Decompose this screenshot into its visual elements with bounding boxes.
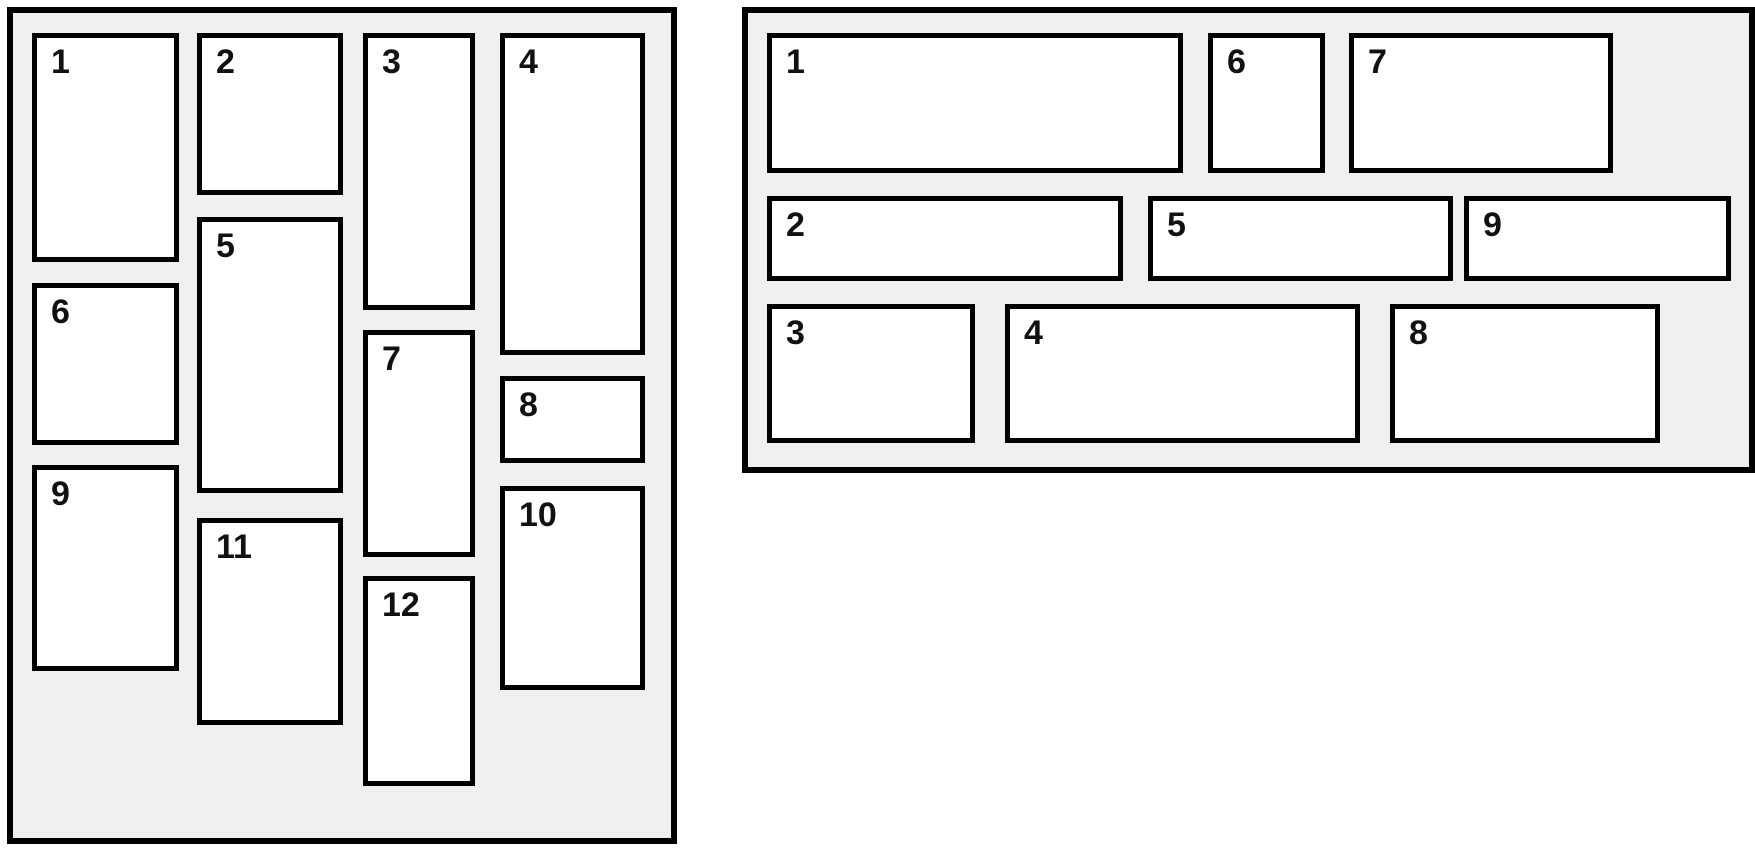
masonry-box-11: 11	[197, 518, 343, 725]
masonry-box-12: 12	[363, 576, 475, 786]
rows-box-5: 5	[1148, 196, 1453, 281]
masonry-box-10: 10	[500, 486, 645, 690]
rows-box-4: 4	[1005, 304, 1360, 443]
masonry-box-9: 9	[32, 465, 179, 671]
rows-box-6: 6	[1208, 33, 1325, 173]
masonry-box-4: 4	[500, 33, 645, 355]
rows-box-1: 1	[767, 33, 1183, 173]
masonry-box-3: 3	[363, 33, 475, 310]
masonry-box-1: 1	[32, 33, 179, 262]
rows-box-3: 3	[767, 304, 975, 443]
masonry-box-5: 5	[197, 217, 343, 493]
masonry-layout-panel: 1 2 3 4 5 6 7 8 9 10 11 12	[7, 7, 677, 844]
rows-box-2: 2	[767, 196, 1123, 281]
masonry-box-6: 6	[32, 283, 179, 445]
masonry-box-8: 8	[500, 376, 645, 463]
rows-box-9: 9	[1464, 196, 1731, 281]
rows-box-7: 7	[1349, 33, 1613, 173]
rows-layout-panel: 1 2 3 4 5 6 7 8 9	[742, 7, 1755, 473]
rows-box-8: 8	[1390, 304, 1660, 443]
masonry-box-7: 7	[363, 330, 475, 557]
masonry-box-2: 2	[197, 33, 343, 195]
